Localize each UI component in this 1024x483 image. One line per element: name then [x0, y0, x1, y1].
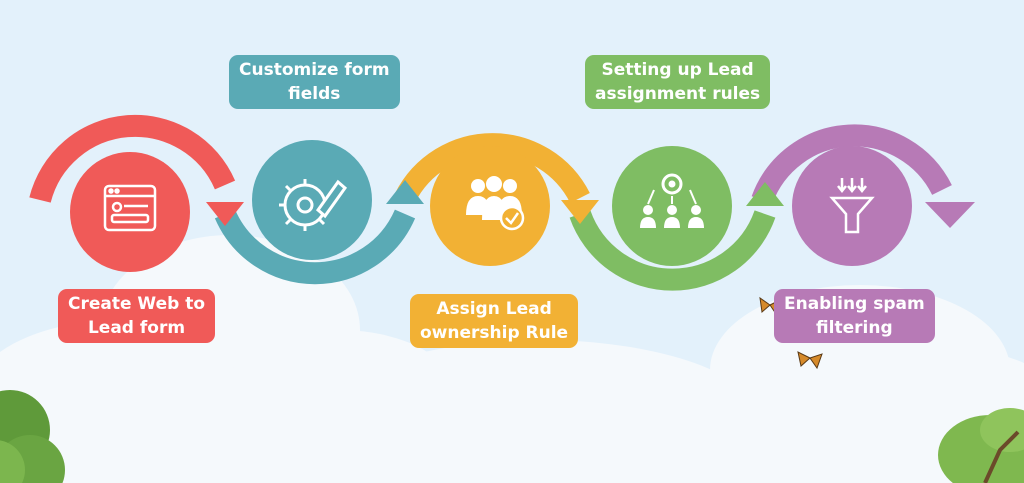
step-label-create-web-to-lead: Create Web to Lead form — [58, 289, 216, 343]
funnel-filter-icon — [829, 178, 875, 234]
gear-pencil-icon — [279, 179, 348, 231]
step-label-line: Assign Lead — [436, 299, 552, 319]
connector-arcs — [29, 114, 952, 291]
step-label-line: Enabling spam — [784, 294, 925, 314]
tree-right — [938, 408, 1024, 483]
step-label-line: ownership Rule — [420, 323, 569, 343]
step-label-line: fields — [288, 84, 341, 104]
web-form-icon — [103, 184, 157, 232]
step-label-assign-lead-ownership: Assign Lead ownership Rule — [410, 294, 579, 348]
step-label-line: Create Web to — [68, 294, 206, 314]
team-check-icon — [466, 176, 525, 231]
step-label-line: Lead form — [87, 318, 186, 338]
arrow-heads — [206, 180, 975, 228]
step-label-line: Customize form — [239, 60, 390, 80]
background-clouds — [0, 235, 1024, 483]
step-label-customize-form-fields: Customize form fields — [229, 55, 400, 109]
step-circle-2 — [252, 140, 372, 260]
step-label-line: filtering — [816, 318, 893, 338]
step-label-line: Setting up Lead — [601, 60, 754, 80]
tree-left — [0, 390, 65, 483]
step-circle-5 — [792, 146, 912, 266]
assignment-network-icon — [640, 173, 704, 228]
step-label-lead-assignment-rules: Setting up Lead assignment rules — [585, 55, 771, 109]
step-circle-1 — [70, 152, 190, 272]
step-label-spam-filtering: Enabling spam filtering — [774, 289, 935, 343]
butterfly-icon — [797, 351, 823, 370]
step-label-line: assignment rules — [595, 84, 761, 104]
